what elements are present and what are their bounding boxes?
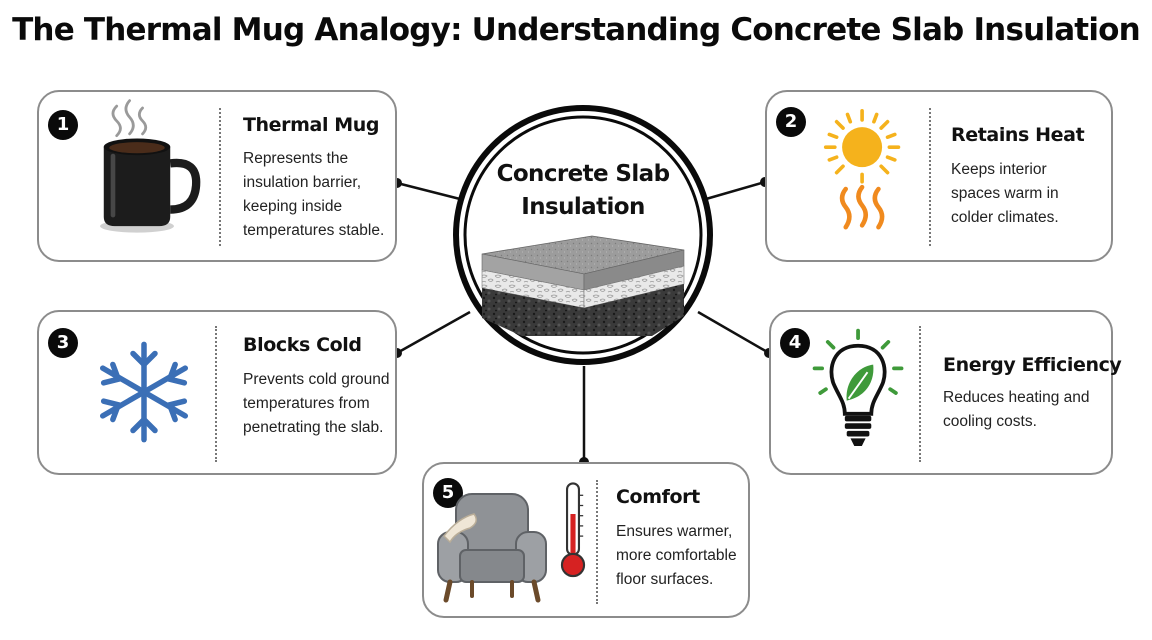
card-description: Prevents cold ground temperatures from p… [243, 371, 390, 436]
card-description: Represents the insulation barrier, keepi… [243, 150, 385, 239]
card-comfort: 5 Comfort Ensures warmer [422, 462, 750, 618]
card-description: Ensures warmer, more comfortable floor s… [616, 523, 737, 588]
card-title: Retains Heat [951, 124, 1085, 146]
number-badge: 1 [48, 110, 78, 140]
card-title: Blocks Cold [243, 334, 362, 356]
concrete-slab-circle [453, 105, 713, 365]
card-title: Thermal Mug [243, 114, 380, 136]
sun-heat-icon [823, 109, 901, 230]
thermometer-icon [560, 482, 586, 578]
card-title: Comfort [616, 486, 700, 508]
card-energy-efficiency: 4 Energy Efficiency Reduces heating and … [769, 310, 1122, 475]
page-title: The Thermal Mug Analogy: Understanding C… [12, 12, 1141, 48]
snowflake-icon [100, 341, 188, 443]
card-retains-heat: 2 [765, 90, 1113, 262]
number-badge: 4 [780, 328, 810, 358]
card-description: Keeps interior spaces warm in colder cli… [951, 161, 1059, 226]
number-badge: 3 [48, 328, 78, 358]
armchair-icon [437, 493, 547, 603]
card-description: Reduces heating and cooling costs. [943, 389, 1090, 430]
mug-icon [100, 99, 201, 233]
card-blocks-cold: 3 Blocks Cold Prevents cold ground tempe… [37, 310, 397, 475]
lightbulb-leaf-icon [812, 328, 904, 446]
center-title: Concrete Slab Insulation [496, 161, 670, 220]
card-title: Energy Efficiency [943, 354, 1122, 376]
number-badge: 2 [776, 107, 806, 137]
card-thermal-mug: 1 Thermal Mug Represents the insulation … [37, 90, 397, 262]
